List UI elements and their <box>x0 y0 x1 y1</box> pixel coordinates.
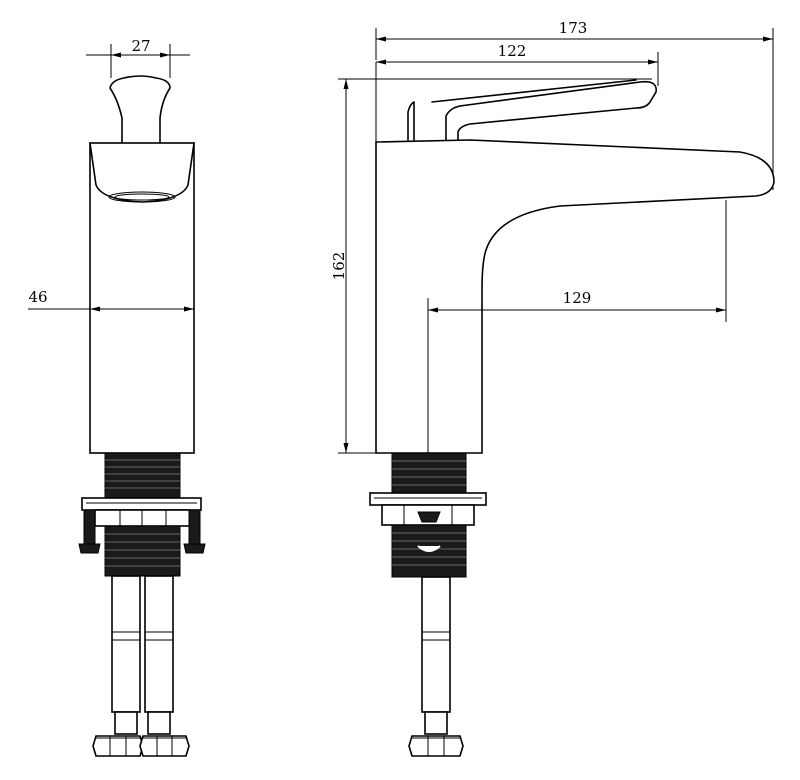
front-handle <box>109 75 171 144</box>
side-lever <box>445 80 657 140</box>
dimension-height: 162 <box>330 78 652 454</box>
side-thread <box>391 452 467 494</box>
front-hoses <box>111 575 174 735</box>
front-stud-right <box>188 509 201 545</box>
dimension-label-129: 129 <box>563 289 592 307</box>
dimension-handle-width: 27 <box>86 37 190 78</box>
dimension-body-width: 46 <box>28 288 194 312</box>
side-washer <box>369 492 487 506</box>
dimension-label-162: 162 <box>330 252 348 281</box>
dimension-spout-reach: 129 <box>427 200 727 453</box>
side-hex-nut <box>408 735 464 757</box>
dimension-overall-length: 173 <box>375 19 774 190</box>
side-hose <box>421 576 451 735</box>
dimension-label-122: 122 <box>498 42 527 60</box>
front-stud-left <box>83 509 96 545</box>
front-washer <box>81 497 202 511</box>
dimension-label-46: 46 <box>28 288 47 306</box>
side-body <box>375 139 775 454</box>
front-view: 27 46 <box>28 37 206 757</box>
aerator <box>108 191 176 203</box>
side-stud <box>417 511 441 523</box>
dimension-label-173: 173 <box>559 19 588 37</box>
front-body <box>89 142 195 454</box>
dimension-label-27: 27 <box>131 37 150 55</box>
side-view: 173 122 162 <box>330 19 775 757</box>
dimension-lever-length: 122 <box>376 42 659 86</box>
front-hex-nuts <box>92 735 190 757</box>
